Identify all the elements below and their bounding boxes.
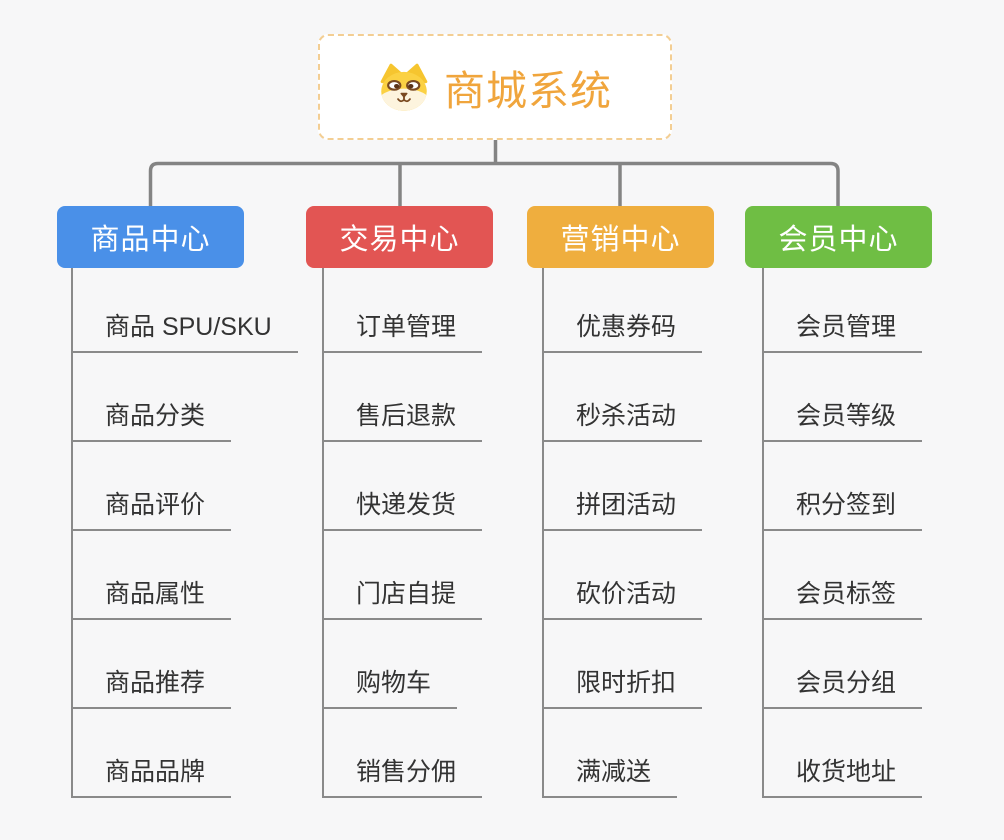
leaf-node[interactable]: 商品推荐 (73, 620, 232, 709)
leaf-node[interactable]: 砍价活动 (544, 531, 703, 620)
leaf-node[interactable]: 满减送 (544, 709, 678, 798)
branch-label: 营销中心 (560, 224, 681, 256)
leaf-node[interactable]: 拼团活动 (544, 442, 703, 531)
branch-label: 会员中心 (778, 224, 899, 256)
branch-items-product-center: 商品 SPU/SKU 商品分类 商品评价 商品属性 商品推荐 商品品牌 (71, 268, 298, 798)
branch-items-marketing-center: 优惠券码 秒杀活动 拼团活动 砍价活动 限时折扣 满减送 (542, 268, 703, 798)
branch-items-trade-center: 订单管理 售后退款 快递发货 门店自提 购物车 销售分佣 (322, 268, 483, 798)
branch-node-trade-center[interactable]: 交易中心 (306, 206, 493, 268)
leaf-node[interactable]: 商品属性 (73, 531, 232, 620)
leaf-node[interactable]: 优惠券码 (544, 268, 703, 353)
leaf-node[interactable]: 售后退款 (324, 353, 483, 442)
leaf-node[interactable]: 商品分类 (73, 353, 232, 442)
branch-items-member-center: 会员管理 会员等级 积分签到 会员标签 会员分组 收货地址 (762, 268, 923, 798)
leaf-node[interactable]: 会员管理 (764, 268, 923, 353)
leaf-node[interactable]: 商品 SPU/SKU (73, 268, 298, 353)
branch-label: 商品中心 (90, 224, 211, 256)
leaf-node[interactable]: 秒杀活动 (544, 353, 703, 442)
leaf-node[interactable]: 会员标签 (764, 531, 923, 620)
leaf-node[interactable]: 会员分组 (764, 620, 923, 709)
leaf-node[interactable]: 收货地址 (764, 709, 923, 798)
leaf-node[interactable]: 商品评价 (73, 442, 232, 531)
leaf-node[interactable]: 订单管理 (324, 268, 483, 353)
branch-node-member-center[interactable]: 会员中心 (745, 206, 932, 268)
leaf-node[interactable]: 限时折扣 (544, 620, 703, 709)
leaf-node[interactable]: 商品品牌 (73, 709, 232, 798)
leaf-node[interactable]: 购物车 (324, 620, 458, 709)
leaf-node[interactable]: 销售分佣 (324, 709, 483, 798)
dog-face-icon (380, 63, 428, 111)
branch-node-product-center[interactable]: 商品中心 (57, 206, 244, 268)
branch-label: 交易中心 (339, 224, 460, 256)
leaf-node[interactable]: 积分签到 (764, 442, 923, 531)
root-node[interactable]: 商城系统 (318, 34, 672, 140)
leaf-node[interactable]: 会员等级 (764, 353, 923, 442)
branch-node-marketing-center[interactable]: 营销中心 (527, 206, 714, 268)
root-title: 商城系统 (444, 68, 612, 114)
leaf-node[interactable]: 快递发货 (324, 442, 483, 531)
leaf-node[interactable]: 门店自提 (324, 531, 483, 620)
